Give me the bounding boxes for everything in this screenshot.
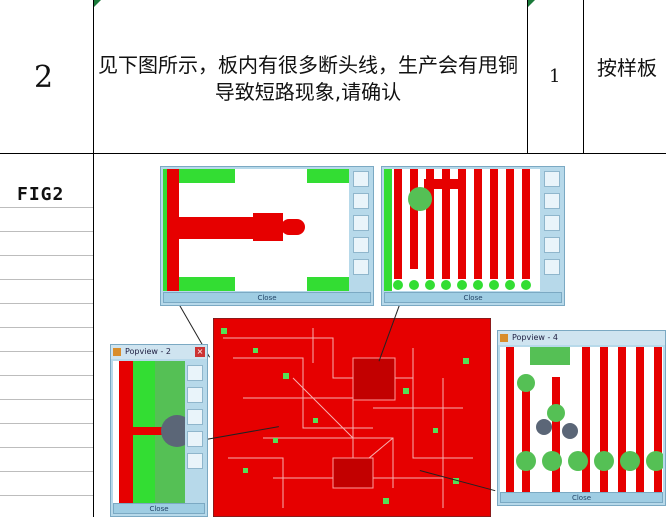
toolbar-button[interactable] [187,387,203,403]
toolbar-button[interactable] [187,453,203,469]
row-line [0,279,93,280]
grid-line [527,0,528,153]
row-line [0,351,93,352]
row-line [0,471,93,472]
toolbar-button[interactable] [353,215,369,231]
row-line [0,231,93,232]
close-button[interactable]: Close [163,292,371,303]
action-cell[interactable]: 按样板 [597,56,657,80]
zoom-image [384,169,540,291]
quantity-cell[interactable]: 1 [549,66,561,87]
row-line [0,447,93,448]
toolbar-button[interactable] [353,237,369,253]
popview-window[interactable]: Popview - 4 Close [497,330,666,506]
row-line [0,207,93,208]
zoom-image [163,169,349,291]
toolbar-button[interactable] [544,171,560,187]
app-icon [113,348,121,356]
pcb-board-image [212,317,492,518]
zoom-image [113,361,185,507]
pcb-zoom-view [500,347,663,493]
popview-window[interactable]: Close [381,166,565,306]
toolbar-button[interactable] [544,259,560,275]
popview-title-text: Popview - 4 [512,333,558,342]
popview-window[interactable]: Popview - 2 × Close [110,344,208,517]
row-line [0,303,93,304]
zoom-image [500,347,663,493]
toolbar-button[interactable] [544,237,560,253]
toolbar-button[interactable] [544,193,560,209]
row-line [0,399,93,400]
pcb-zoom-view [163,169,349,291]
cell-comment-marker [528,0,535,7]
toolbar-button[interactable] [544,215,560,231]
toolbar-button[interactable] [187,365,203,381]
popview-window[interactable]: Close [160,166,374,306]
row-line [0,255,93,256]
toolbar-button[interactable] [353,259,369,275]
row-number-cell[interactable]: 2 [34,60,54,95]
row-line [0,423,93,424]
close-button[interactable]: Close [500,492,663,503]
grid-line [583,0,584,153]
close-button[interactable]: Close [113,503,205,514]
popview-title-text: Popview - 2 [125,347,171,356]
pcb-zoom-view [384,169,540,291]
toolbar-button[interactable] [353,193,369,209]
zoom-toolbar [187,365,205,475]
row-line [0,327,93,328]
pcb-zoom-view [113,361,185,507]
app-icon [500,334,508,342]
zoom-toolbar [544,171,562,281]
popview-title: Popview - 4 [498,331,665,345]
grid-line [0,153,666,154]
row-line [0,375,93,376]
toolbar-button[interactable] [353,171,369,187]
popview-title: Popview - 2 × [111,345,207,359]
figure-label-cell[interactable]: FIG2 [17,184,65,205]
pcb-traces [212,317,492,518]
toolbar-button[interactable] [187,409,203,425]
row-line [0,495,93,496]
close-icon[interactable]: × [195,347,205,357]
description-cell[interactable]: 见下图所示，板内有很多断头线，生产会有甩铜导致短路现象,请确认 [98,53,518,104]
cell-comment-marker [94,0,101,7]
zoom-toolbar [353,171,371,281]
close-button[interactable]: Close [384,292,562,303]
toolbar-button[interactable] [187,431,203,447]
grid-line [93,0,94,517]
